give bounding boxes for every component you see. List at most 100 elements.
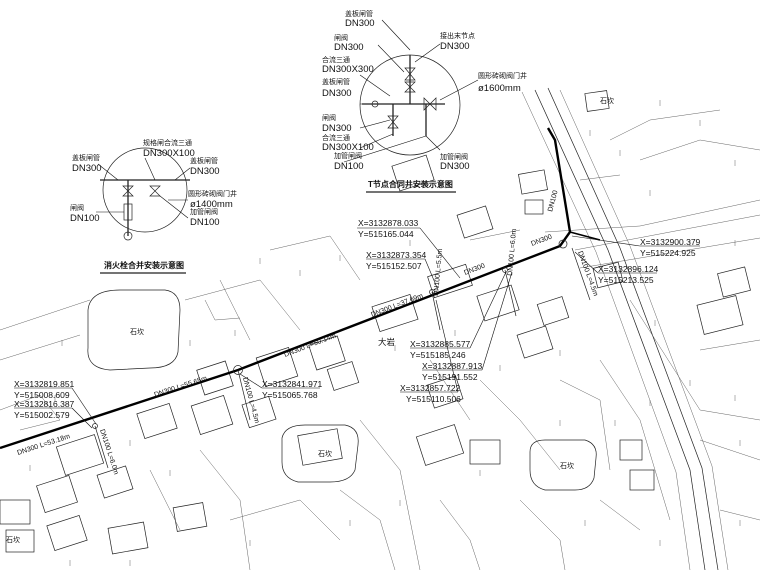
svg-text:DN300X100: DN300X100 xyxy=(143,148,195,159)
t-node-callouts: 盖板闸管 DN300 闸阀 DN300 合流三通 DN300X300 盖板闸管 … xyxy=(322,9,527,172)
site-label: 石坎 xyxy=(318,449,332,458)
main-pipe-east xyxy=(569,231,601,241)
coordinate-callout: X=3132878.033 Y=515165.044 xyxy=(357,218,461,279)
svg-text:Y=515110.506: Y=515110.506 xyxy=(406,394,461,404)
svg-text:接出末节点: 接出末节点 xyxy=(440,31,475,40)
svg-text:Y=515065.768: Y=515065.768 xyxy=(262,390,318,400)
coordinate-callout: X=3132900.379 Y=515224.925 xyxy=(571,235,701,258)
svg-text:盖板闸管: 盖板闸管 xyxy=(190,156,218,165)
svg-text:加管闸阀: 加管闸阀 xyxy=(440,152,468,161)
svg-text:Y=515165.044: Y=515165.044 xyxy=(358,229,414,239)
coordinate-callout: X=3132816.387 Y=515002.579 xyxy=(14,399,93,429)
svg-text:X=3132900.379: X=3132900.379 xyxy=(640,237,701,247)
hydrant-outlet-icon xyxy=(123,231,133,241)
pipe-label: DN300 xyxy=(530,233,553,247)
site-labels: 石坎 大岩 石坎 石坎 石坎 石坎 xyxy=(6,96,614,544)
gate-valve-icon xyxy=(149,185,161,197)
flange-icon xyxy=(371,100,379,108)
svg-text:ø1400mm: ø1400mm xyxy=(190,199,233,210)
site-label: 石坎 xyxy=(600,96,614,105)
valve-well-circle xyxy=(102,147,188,233)
branch-label: DN100 L=4.5m xyxy=(241,377,260,425)
svg-text:合流三通: 合流三通 xyxy=(322,55,350,64)
svg-text:闸阀: 闸阀 xyxy=(322,113,336,122)
detail-title: T节点合同井安装示意图 xyxy=(368,179,453,189)
detail-t-node: 盖板闸管 DN300 闸阀 DN300 合流三通 DN300X300 盖板闸管 … xyxy=(322,9,527,193)
svg-text:DN300: DN300 xyxy=(345,18,375,29)
rounded-parcels xyxy=(87,289,597,491)
hydrant-node xyxy=(502,267,508,273)
svg-text:加管闸阀: 加管闸阀 xyxy=(334,151,362,160)
svg-text:DN300: DN300 xyxy=(190,166,220,177)
site-label: 大岩 xyxy=(378,337,396,347)
svg-text:圆形砖砌阀门井: 圆形砖砌阀门井 xyxy=(188,189,237,198)
svg-text:Y=515185.246: Y=515185.246 xyxy=(410,350,466,360)
branch-label: DN100 L=5.5m xyxy=(433,248,444,296)
svg-text:圆形砖砌阀门井: 圆形砖砌阀门井 xyxy=(478,71,527,80)
building-outlines xyxy=(0,90,751,555)
branch-pipe xyxy=(571,247,591,301)
svg-text:X=3132885.577: X=3132885.577 xyxy=(410,339,471,349)
svg-text:DN300: DN300 xyxy=(440,161,470,172)
svg-text:X=3132887.913: X=3132887.913 xyxy=(422,361,483,371)
parcel-lines xyxy=(0,109,760,570)
svg-text:Y=515152.507: Y=515152.507 xyxy=(366,261,422,271)
svg-text:Y=515191.552: Y=515191.552 xyxy=(422,372,478,382)
survey-point-marks xyxy=(29,100,741,566)
pipe-label: DN300 L=55.65m xyxy=(153,375,208,399)
branch-pipe xyxy=(504,269,517,317)
svg-text:DN100: DN100 xyxy=(70,213,100,224)
svg-text:X=3132896.124: X=3132896.124 xyxy=(598,264,659,274)
svg-text:Y=515008.609: Y=515008.609 xyxy=(14,390,70,400)
gate-valve-icon xyxy=(404,81,416,93)
coordinate-callout: X=3132819.851 Y=515008.609 xyxy=(14,379,97,425)
coordinate-callout: X=3132896.124 Y=515213.525 xyxy=(574,251,659,285)
coordinate-callout: X=3132887.913 Y=515191.552 xyxy=(422,271,513,382)
svg-text:X=3132878.033: X=3132878.033 xyxy=(358,218,419,228)
coordinate-callouts: X=3132878.033 Y=515165.044 X=3132873.354… xyxy=(14,218,701,429)
svg-text:DN300X100: DN300X100 xyxy=(322,142,374,153)
detail-hydrant: 盖板闸管 DN300 规格闸合流三通 DN300X100 盖板闸管 DN300 … xyxy=(70,138,237,274)
svg-text:闸阀: 闸阀 xyxy=(334,33,348,42)
svg-text:DN300: DN300 xyxy=(72,163,102,174)
svg-text:DN100: DN100 xyxy=(334,161,364,172)
branch-pipe xyxy=(237,369,251,421)
branch-label: DN100 L=4.5m xyxy=(576,250,599,297)
svg-text:盖板闸管: 盖板闸管 xyxy=(345,9,373,18)
svg-text:DN300: DN300 xyxy=(440,41,470,52)
site-label: 石坎 xyxy=(130,327,144,336)
gate-valve-icon xyxy=(423,97,437,111)
svg-text:Y=515224.925: Y=515224.925 xyxy=(640,248,696,258)
svg-text:DN300: DN300 xyxy=(322,88,352,99)
svg-text:DN300: DN300 xyxy=(334,42,364,53)
svg-text:X=3132841.971: X=3132841.971 xyxy=(262,379,323,389)
svg-text:DN300: DN300 xyxy=(322,123,352,134)
hydrant-callouts: 盖板闸管 DN300 规格闸合流三通 DN300X100 盖板闸管 DN300 … xyxy=(70,138,237,228)
svg-text:ø1600mm: ø1600mm xyxy=(478,83,521,94)
site-label: 石坎 xyxy=(560,461,574,470)
svg-text:DN300X300: DN300X300 xyxy=(322,64,374,75)
coordinate-callout: X=3132857.722 Y=515110.506 xyxy=(400,299,461,404)
gate-valve-icon xyxy=(387,115,399,129)
svg-text:加管闸阀: 加管闸阀 xyxy=(190,207,218,216)
branch-label: DN100 L=6.0m xyxy=(507,228,518,276)
pipe-label: DN300 L=50.14m xyxy=(283,333,337,359)
svg-text:Y=515002.579: Y=515002.579 xyxy=(14,410,70,420)
svg-text:合流三通: 合流三通 xyxy=(322,133,350,142)
svg-text:X=3132857.722: X=3132857.722 xyxy=(400,383,461,393)
svg-text:盖板闸管: 盖板闸管 xyxy=(322,77,350,86)
main-pipe xyxy=(0,127,572,450)
branch-pipe xyxy=(431,291,441,331)
valve-node xyxy=(233,365,243,375)
water-main-pipeline xyxy=(0,127,601,469)
svg-text:X=3132819.851: X=3132819.851 xyxy=(14,379,75,389)
valve-node xyxy=(558,239,568,249)
coordinate-callout: X=3132841.971 Y=515065.768 xyxy=(239,373,323,400)
svg-text:DN100: DN100 xyxy=(190,217,220,228)
pipe-label: DN300 L=37.69m xyxy=(370,293,424,319)
svg-text:X=3132873.354: X=3132873.354 xyxy=(366,250,427,260)
site-plan-background: 石坎 大岩 石坎 石坎 石坎 石坎 xyxy=(0,87,760,570)
svg-text:X=3132816.387: X=3132816.387 xyxy=(14,399,75,409)
svg-text:Y=515213.525: Y=515213.525 xyxy=(598,275,654,285)
